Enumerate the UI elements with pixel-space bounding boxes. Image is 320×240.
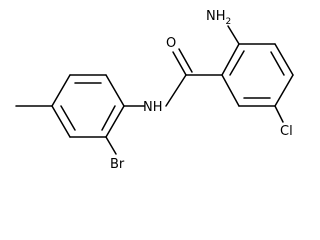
atom-label-amide-nh: NH: [143, 100, 163, 115]
bond-c1-c2-inner: [229, 50, 245, 76]
bonds: [15, 25, 294, 155]
bond-c3-c4-inner: [270, 51, 285, 76]
structure-diagram: NH2 O NH Cl Br: [15, 9, 294, 172]
bond-c4-c5: [274, 74, 294, 107]
amino-text: NH: [206, 9, 226, 24]
bond-carbonyl-o-double: [178, 48, 193, 73]
bond-l6-l1: [105, 105, 125, 138]
bond-carbonyl-n: [165, 74, 187, 107]
bond-c1-c2: [221, 43, 240, 76]
atom-label-oxygen: O: [166, 36, 176, 51]
bond-l4-l5-inner: [60, 105, 76, 131]
bond-l3-l4: [51, 74, 71, 107]
bond-l4-l5: [51, 105, 71, 138]
bond-l6-br: [105, 136, 117, 155]
atom-labels: NH2 O NH Cl Br: [110, 9, 293, 172]
bond-l1-l2: [105, 74, 125, 107]
bond-l6-l1-inner: [101, 105, 116, 131]
bond-c3-c4: [274, 43, 294, 76]
atom-label-chlorine: Cl: [280, 124, 293, 139]
bond-carbonyl-o: [172, 51, 187, 76]
bond-c6-c1: [221, 74, 240, 107]
amino-subscript: 2: [226, 17, 232, 27]
bond-c5-cl: [274, 105, 284, 123]
atom-label-bromine: Br: [110, 157, 125, 172]
atom-label-amino: NH2: [206, 9, 231, 27]
bond-c2-n-amino: [227, 25, 240, 45]
